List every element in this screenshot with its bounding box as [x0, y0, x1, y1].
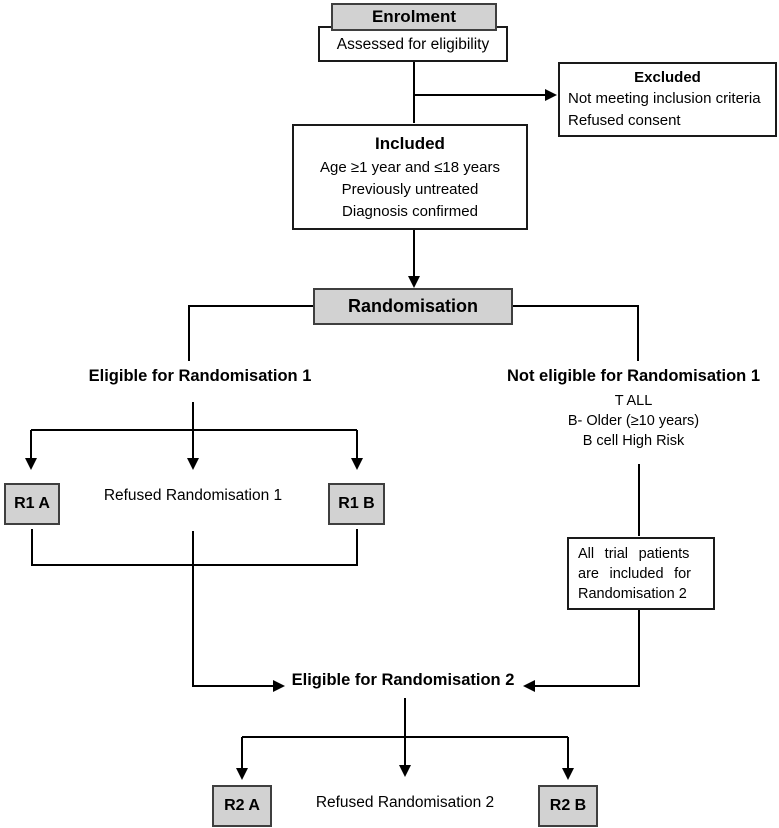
- excluded-line: Refused consent: [568, 112, 681, 129]
- arrow-right-to-eligible-r2: [523, 610, 640, 692]
- r2b-box: R2 B: [538, 785, 598, 827]
- refused-r1-label: Refused Randomisation 1: [103, 487, 283, 504]
- included-box: Included Age ≥1 year and ≤18 years Previ…: [292, 124, 528, 230]
- criteria-line: B cell High Risk: [582, 433, 685, 449]
- assessed-label: Assessed for eligibility: [336, 36, 490, 53]
- line-randomisation-left-branch: [188, 305, 313, 361]
- enrolment-label: Enrolment: [371, 7, 457, 26]
- r1a-box: R1 A: [4, 483, 60, 525]
- eligible-r1-heading: Eligible for Randomisation 1: [88, 367, 312, 385]
- all-trial-patients-box: All trial patients are included for Rand…: [567, 537, 715, 610]
- excluded-line: Not meeting inclusion criteria: [568, 90, 761, 107]
- r1b-box: R1 B: [328, 483, 385, 525]
- excluded-title: Excluded: [634, 69, 701, 86]
- all-trial-line: are included for: [578, 566, 691, 582]
- criteria-line: T ALL: [614, 393, 653, 409]
- not-eligible-criteria: T ALL B- Older (≥10 years) B cell High R…: [488, 391, 779, 451]
- line-randomisation-right-branch: [513, 305, 639, 361]
- r2b-label: R2 B: [549, 797, 587, 814]
- r1a-label: R1 A: [14, 495, 50, 512]
- refused-r2-label: Refused Randomisation 2: [315, 794, 495, 811]
- all-trial-line: All trial patients: [578, 546, 690, 562]
- eligible-r2-heading: Eligible for Randomisation 2: [291, 671, 515, 689]
- included-line: Previously untreated: [341, 181, 479, 198]
- randomisation-box: Randomisation: [313, 288, 513, 325]
- included-line: Age ≥1 year and ≤18 years: [320, 159, 500, 176]
- randomisation-label: Randomisation: [347, 296, 478, 316]
- r2a-box: R2 A: [212, 785, 272, 827]
- r2a-label: R2 A: [224, 797, 260, 814]
- arrow-left-to-eligible-r2: [192, 531, 285, 692]
- enrolment-box: Enrolment: [331, 3, 497, 31]
- excluded-box: Excluded Not meeting inclusion criteria …: [558, 62, 777, 137]
- merge-r1: [31, 529, 358, 566]
- not-eligible-r1-heading: Not eligible for Randomisation 1: [506, 367, 761, 385]
- included-line: Diagnosis confirmed: [342, 203, 478, 220]
- assessed-box: Assessed for eligibility: [318, 26, 508, 62]
- criteria-line: B- Older (≥10 years): [567, 413, 700, 429]
- r1b-label: R1 B: [338, 495, 375, 512]
- included-title: Included: [375, 134, 445, 153]
- all-trial-line: Randomisation 2: [578, 586, 687, 602]
